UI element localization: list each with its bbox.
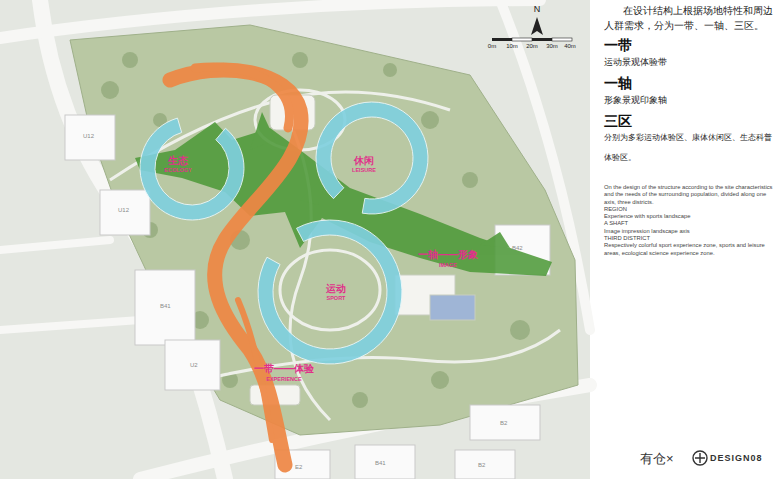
watermark: 有仓×: [640, 450, 674, 468]
roads: [0, 0, 590, 479]
intro-text: 在设计结构上根据场地特性和周边人群需求，分为一带、一轴、三区。: [604, 3, 779, 33]
section-text: 形象景观印象轴: [604, 94, 667, 106]
zone-name: 生态: [164, 155, 192, 167]
scale-bar: [492, 38, 572, 41]
zone-name-en: ECOLOGY: [164, 167, 192, 174]
english-note: A SHAFT: [604, 220, 779, 227]
english-note: Experience with sports landscape: [604, 213, 779, 220]
plot-code: U12: [118, 207, 129, 213]
ring-arc: [316, 102, 428, 214]
band-label: 一带——体验: [254, 363, 314, 375]
north-arrow: [531, 17, 543, 35]
plot-code: B41: [160, 303, 171, 309]
section-text: 运动景观体验带: [604, 56, 667, 68]
english-note: Image impression landscape axis: [604, 228, 779, 235]
map-ground: [0, 0, 590, 479]
scale-label: 10m: [506, 43, 518, 49]
section-text: 分别为多彩运动体验区、康体休闲区、生态科普体验区。: [604, 128, 779, 168]
band-label-en: EXPERIENCE: [266, 376, 301, 383]
axis-label-en: IMAGE: [439, 262, 457, 269]
park-paths: [110, 90, 560, 420]
image-axis: [135, 112, 552, 276]
experience-band: [170, 67, 301, 465]
zone-label: 休闲LEISURE: [352, 155, 376, 174]
english-note: REGION: [604, 206, 779, 213]
scale-label: 30m: [546, 43, 558, 49]
zone-name: 运动: [326, 283, 346, 295]
zone-ring: 运动SPORT: [256, 218, 404, 366]
section-heading: 一轴: [604, 75, 632, 91]
zone-ring: 生态ECOLOGY: [138, 114, 246, 222]
scale-label: 20m: [526, 43, 538, 49]
ring-arc: [140, 118, 244, 220]
zone-name: 休闲: [352, 155, 376, 167]
scale-label: 0m: [488, 43, 496, 49]
section-heading: 三区: [604, 113, 632, 129]
ring-arc: [258, 220, 402, 364]
section-heading: 一带: [604, 37, 632, 53]
plot-code: B2: [500, 420, 507, 426]
plot-code: B42: [512, 245, 523, 251]
zone-name-en: SPORT: [326, 295, 346, 302]
english-note: On the design of the structure according…: [604, 184, 779, 206]
north-label: N: [534, 4, 541, 14]
ring-shape: [138, 114, 246, 222]
zone-name-en: LEISURE: [352, 167, 376, 174]
watermark: DESIGN08: [710, 453, 763, 463]
english-notes: On the design of the structure according…: [604, 184, 779, 257]
trees: [101, 52, 530, 408]
plot-code: U2: [190, 362, 198, 368]
plot-code: B41: [375, 460, 386, 466]
english-note: THIRD DISTRICT: [604, 235, 779, 242]
park-site: [70, 25, 578, 435]
plot-code: B2: [478, 462, 485, 468]
zone-label: 生态ECOLOGY: [164, 155, 192, 174]
plot-code: E2: [295, 464, 302, 470]
scale-label: 40m: [564, 43, 576, 49]
zone-label: 运动SPORT: [326, 283, 346, 302]
axis-label: 一轴——形象: [418, 249, 478, 261]
zone-ring: 休闲LEISURE: [314, 100, 430, 216]
watermark-logo: [693, 451, 707, 465]
plot-code: U12: [83, 133, 94, 139]
english-note: Respectively colorful sport experience z…: [604, 242, 779, 257]
